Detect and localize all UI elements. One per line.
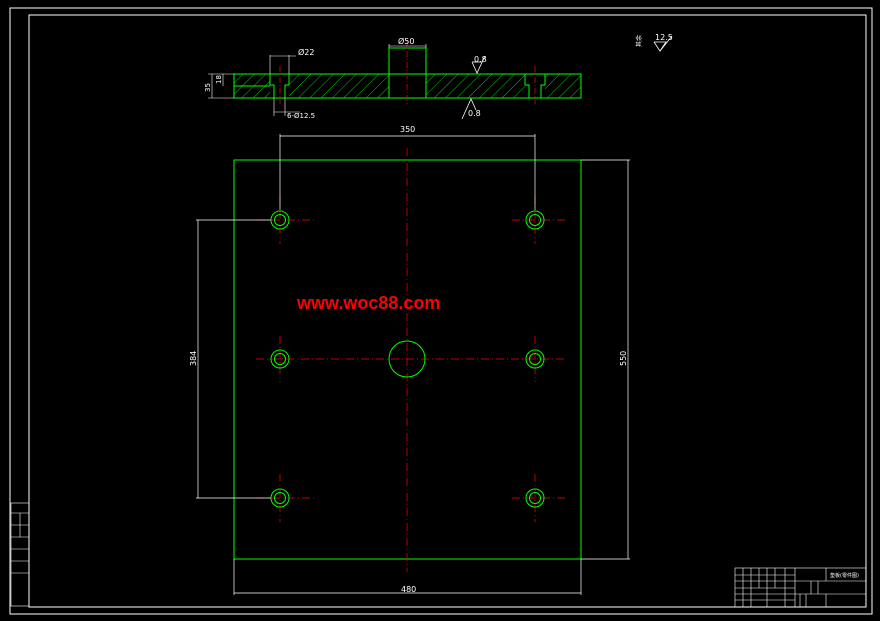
plan-view: 350 384 550 480	[189, 125, 630, 595]
section-view: Ø22 Ø50 6-Ø12.5 35 18 0.8 0.8	[204, 36, 582, 120]
dim-holes: 6-Ø12.5	[287, 112, 315, 120]
roughness-symbol-icon	[653, 35, 673, 52]
roughness-top-value: 0.8	[474, 55, 487, 64]
section-outline	[233, 47, 582, 99]
plan-dimensions	[196, 134, 630, 595]
dim-height: 550	[619, 351, 628, 366]
watermark: www.woc88.com	[296, 293, 440, 313]
center-bore-icon	[388, 340, 426, 378]
roughness-note-prefix: 其余	[635, 35, 643, 47]
counterbored-hole-icon	[525, 488, 545, 508]
dim-width: 480	[401, 585, 416, 594]
roughness-note: 其余 12.5	[635, 33, 673, 52]
section-centerlines	[279, 40, 536, 104]
section-dimensions	[208, 44, 427, 116]
roughness-bottom-value: 0.8	[468, 109, 481, 118]
counterbored-hole-icon	[525, 349, 545, 369]
plan-centerlines	[256, 148, 566, 572]
dim-thickness-step: 18	[215, 75, 223, 84]
roughness-symbol-icon	[471, 55, 486, 74]
drawing-title: 垫板(零件图)	[830, 572, 859, 579]
section-hatch	[234, 74, 581, 98]
drawing-frame	[9, 7, 873, 615]
dim-center-bore: Ø50	[398, 36, 414, 46]
plate-outline	[233, 159, 582, 560]
dim-hole-spacing-y: 384	[189, 351, 198, 366]
dim-counterbore: Ø22	[298, 47, 314, 57]
counterbored-hole-icon	[270, 349, 290, 369]
binding-margin-table	[10, 502, 30, 607]
dim-thickness-total: 35	[204, 83, 212, 92]
dim-hole-spacing-x: 350	[400, 125, 415, 134]
roughness-symbol-icon	[461, 98, 477, 120]
counterbored-hole-icon	[525, 210, 545, 230]
title-block: 垫板(零件图)	[734, 567, 867, 608]
roughness-note-value: 12.5	[655, 33, 673, 42]
